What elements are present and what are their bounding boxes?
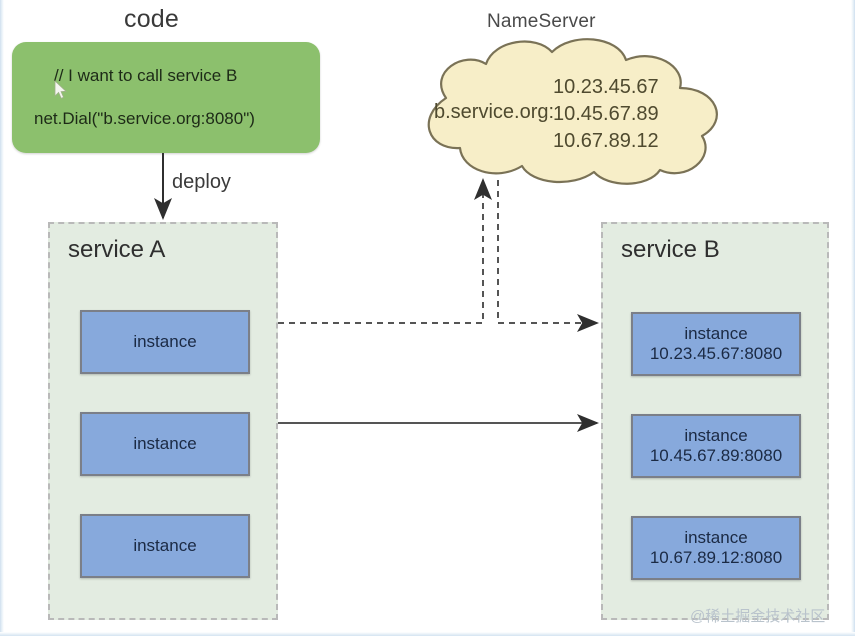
instance-address: 10.23.45.67:8080 — [649, 344, 783, 363]
service-a-instance-0[interactable]: instance — [80, 310, 250, 374]
cloud-shape-icon — [427, 38, 718, 185]
service-b-label: service B — [621, 236, 720, 263]
code-comment-line: // I want to call service B — [54, 66, 238, 85]
service-b-instance-2[interactable]: instance 10.67.89.12:8080 — [631, 516, 801, 580]
nameserver-cloud: b.service.org: 10.23.45.67 10.45.67.89 1… — [386, 36, 734, 188]
resolve-arrow-to-service-b — [497, 180, 599, 332]
service-a-instance-2[interactable]: instance — [80, 514, 250, 578]
service-b-panel: service B instance 10.23.45.67:8080 inst… — [601, 222, 829, 620]
cloud-ip-1: 10.45.67.89 — [553, 103, 659, 125]
service-a-instance-1[interactable]: instance — [80, 412, 250, 476]
instance-name: instance — [684, 528, 748, 548]
code-box: // I want to call service B net.Dial("b.… — [12, 42, 320, 153]
page-edge-right — [851, 0, 855, 636]
instance-name: instance — [133, 434, 197, 454]
watermark: @稀土掘金技术社区 — [690, 608, 826, 625]
lookup-arrow-to-nameserver — [278, 178, 492, 324]
service-b-instance-1[interactable]: instance 10.45.67.89:8080 — [631, 414, 801, 478]
instance-name: instance — [133, 536, 197, 556]
instance-address: 10.67.89.12:8080 — [649, 548, 783, 567]
code-title: code — [124, 5, 180, 33]
instance-name: instance — [684, 324, 748, 344]
instance-name: instance — [133, 332, 197, 352]
cloud-ip-0: 10.23.45.67 — [553, 76, 659, 98]
service-a-panel: service A instance instance instance — [48, 222, 278, 620]
cloud-ip-list: 10.23.45.67 10.45.67.89 10.67.89.12 — [553, 76, 659, 153]
cloud-domain-label: b.service.org: — [434, 101, 555, 123]
page-edge-left — [0, 0, 4, 636]
deploy-label: deploy — [172, 171, 231, 193]
code-call-line: net.Dial("b.service.org:8080") — [34, 109, 255, 128]
page-edge-bottom — [0, 632, 855, 636]
mouse-pointer-icon — [54, 80, 67, 99]
instance-address: 10.45.67.89:8080 — [649, 446, 783, 465]
cloud-ip-2: 10.67.89.12 — [553, 130, 659, 152]
instance-name: instance — [684, 426, 748, 446]
service-a-label: service A — [68, 236, 166, 263]
nameserver-title: NameServer — [487, 11, 596, 32]
service-b-instance-0[interactable]: instance 10.23.45.67:8080 — [631, 312, 801, 376]
